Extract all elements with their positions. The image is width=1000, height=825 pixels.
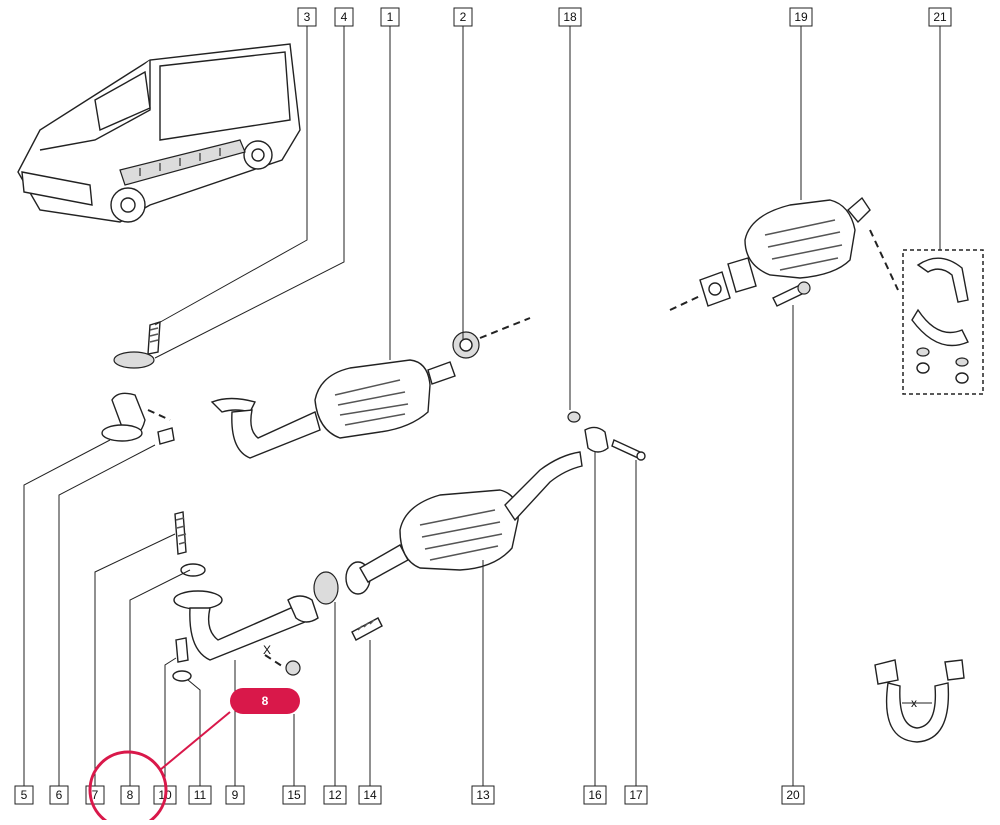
svg-text:8: 8 bbox=[127, 788, 134, 802]
svg-text:13: 13 bbox=[476, 788, 490, 802]
label-11: 11 bbox=[188, 785, 212, 805]
clamp-kit bbox=[902, 249, 984, 395]
svg-text:5: 5 bbox=[21, 788, 28, 802]
label-21: 21 bbox=[928, 7, 952, 27]
label-4: 4 bbox=[334, 7, 354, 27]
leader-lines bbox=[23, 26, 941, 786]
svg-text:21: 21 bbox=[933, 10, 947, 24]
svg-text:16: 16 bbox=[588, 788, 602, 802]
rear-catalytic-converter bbox=[669, 196, 899, 311]
svg-text:4: 4 bbox=[341, 10, 348, 24]
label-8: 8 bbox=[120, 785, 140, 805]
svg-text:8: 8 bbox=[262, 694, 269, 708]
upper-manifold-parts bbox=[101, 321, 175, 445]
svg-text:15: 15 bbox=[287, 788, 301, 802]
lower-catalytic-converter bbox=[359, 411, 646, 583]
label-3: 3 bbox=[297, 7, 317, 27]
label-6: 6 bbox=[49, 785, 69, 805]
svg-text:18: 18 bbox=[563, 10, 577, 24]
svg-text:6: 6 bbox=[56, 788, 63, 802]
label-5: 5 bbox=[14, 785, 34, 805]
svg-text:11: 11 bbox=[194, 788, 207, 802]
clamp-x-mark: x bbox=[911, 696, 917, 710]
label-14: 14 bbox=[358, 785, 382, 805]
highlight-circle bbox=[88, 750, 168, 825]
label-18: 18 bbox=[558, 7, 582, 27]
svg-text:1: 1 bbox=[387, 10, 394, 24]
lower-front-pipe: X bbox=[172, 511, 383, 682]
label-2: 2 bbox=[453, 7, 473, 27]
svg-text:19: 19 bbox=[794, 10, 808, 24]
label-15: 15 bbox=[282, 785, 306, 805]
label-17: 17 bbox=[624, 785, 648, 805]
svg-text:7: 7 bbox=[92, 788, 99, 802]
x-mark: X bbox=[263, 643, 271, 657]
label-19: 19 bbox=[789, 7, 813, 27]
svg-text:14: 14 bbox=[363, 788, 377, 802]
upper-catalytic-converter bbox=[210, 317, 531, 459]
label-13: 13 bbox=[471, 785, 495, 805]
label-16: 16 bbox=[583, 785, 607, 805]
svg-text:3: 3 bbox=[304, 10, 311, 24]
svg-text:2: 2 bbox=[460, 10, 467, 24]
svg-text:17: 17 bbox=[629, 788, 643, 802]
label-12: 12 bbox=[323, 785, 347, 805]
label-20: 20 bbox=[781, 785, 805, 805]
clamp-detail: x bbox=[874, 659, 965, 743]
label-1: 1 bbox=[380, 7, 400, 27]
highlight-badge[interactable]: 8 bbox=[230, 688, 300, 714]
van-illustration bbox=[17, 43, 301, 223]
svg-text:20: 20 bbox=[786, 788, 800, 802]
svg-text:9: 9 bbox=[232, 788, 239, 802]
svg-text:12: 12 bbox=[328, 788, 342, 802]
label-9: 9 bbox=[225, 785, 245, 805]
